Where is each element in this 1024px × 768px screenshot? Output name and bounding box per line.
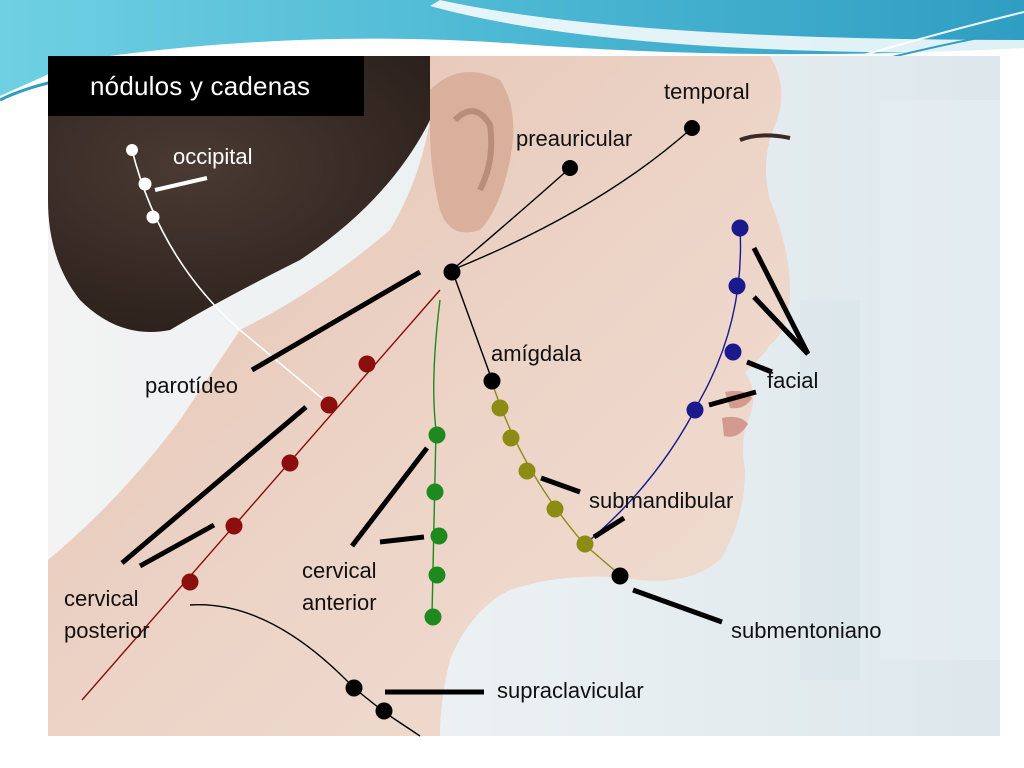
cervical-anterior-node bbox=[426, 483, 444, 501]
face-neck-silhouette bbox=[48, 56, 790, 736]
supraclavicular-node bbox=[375, 702, 393, 720]
supraclavicular-node bbox=[345, 679, 363, 697]
submandibular-node bbox=[502, 429, 520, 447]
amigdala-node bbox=[483, 372, 501, 390]
occipital-node bbox=[146, 210, 160, 224]
label-cervical-posterior-line1: cervical bbox=[64, 586, 139, 611]
slide-title: nódulos y cadenas bbox=[48, 56, 364, 116]
label-facial: facial bbox=[767, 368, 819, 393]
cervical-anterior-node bbox=[430, 527, 448, 545]
ear-shape bbox=[430, 72, 514, 233]
header-swoosh-white bbox=[430, 0, 1024, 53]
temporal-node bbox=[684, 120, 700, 136]
label-amigdala: amígdala bbox=[491, 341, 582, 366]
parotid-node bbox=[443, 263, 461, 281]
facial-node bbox=[731, 219, 749, 237]
hair-shape bbox=[48, 56, 520, 332]
occipital-node bbox=[138, 177, 152, 191]
submandibular-node bbox=[576, 535, 594, 553]
cervical-anterior-node bbox=[428, 426, 446, 444]
header-band bbox=[0, 0, 1024, 96]
slide-title-text: nódulos y cadenas bbox=[90, 70, 311, 101]
facial-nodes bbox=[686, 219, 749, 419]
submandibular-node bbox=[546, 500, 564, 518]
thin-connectors bbox=[81, 127, 742, 737]
submandibular-node bbox=[518, 462, 536, 480]
cervical-posterior-node bbox=[225, 517, 243, 535]
label-cervical-anterior-line1: cervical bbox=[302, 558, 377, 583]
preauricular-node bbox=[562, 160, 578, 176]
cervical-anterior-nodes bbox=[424, 426, 448, 626]
facial-node bbox=[686, 401, 704, 419]
label-occipital: occipital bbox=[173, 144, 253, 169]
cervical-posterior-node bbox=[281, 454, 299, 472]
label-submandibular: submandibular bbox=[589, 488, 734, 513]
cervical-posterior-nodes bbox=[181, 355, 376, 591]
label-cervical-anterior-line2: anterior bbox=[302, 590, 377, 615]
occipital-nodes bbox=[126, 144, 160, 224]
label-cervical-posterior-line2: posterior bbox=[64, 618, 150, 643]
cervical-anterior-node bbox=[428, 566, 446, 584]
cervical-posterior-node bbox=[358, 355, 376, 373]
facial-node bbox=[728, 277, 746, 295]
cervical-anterior-node bbox=[424, 608, 442, 626]
cervical-posterior-node bbox=[320, 396, 338, 414]
label-temporal: temporal bbox=[664, 79, 750, 104]
facial-node bbox=[724, 343, 742, 361]
submandibular-nodes bbox=[491, 399, 594, 553]
label-parotideo: parotídeo bbox=[145, 373, 238, 398]
pointer-lines bbox=[120, 176, 811, 695]
submentoniano-node bbox=[611, 567, 629, 585]
label-supraclavicular: supraclavicular bbox=[497, 678, 644, 703]
submandibular-node bbox=[491, 399, 509, 417]
label-submentoniano: submentoniano bbox=[731, 618, 882, 643]
occipital-node bbox=[126, 144, 138, 156]
label-preauricular: preauricular bbox=[516, 126, 633, 151]
cervical-posterior-node bbox=[181, 573, 199, 591]
black-nodes bbox=[345, 120, 700, 720]
